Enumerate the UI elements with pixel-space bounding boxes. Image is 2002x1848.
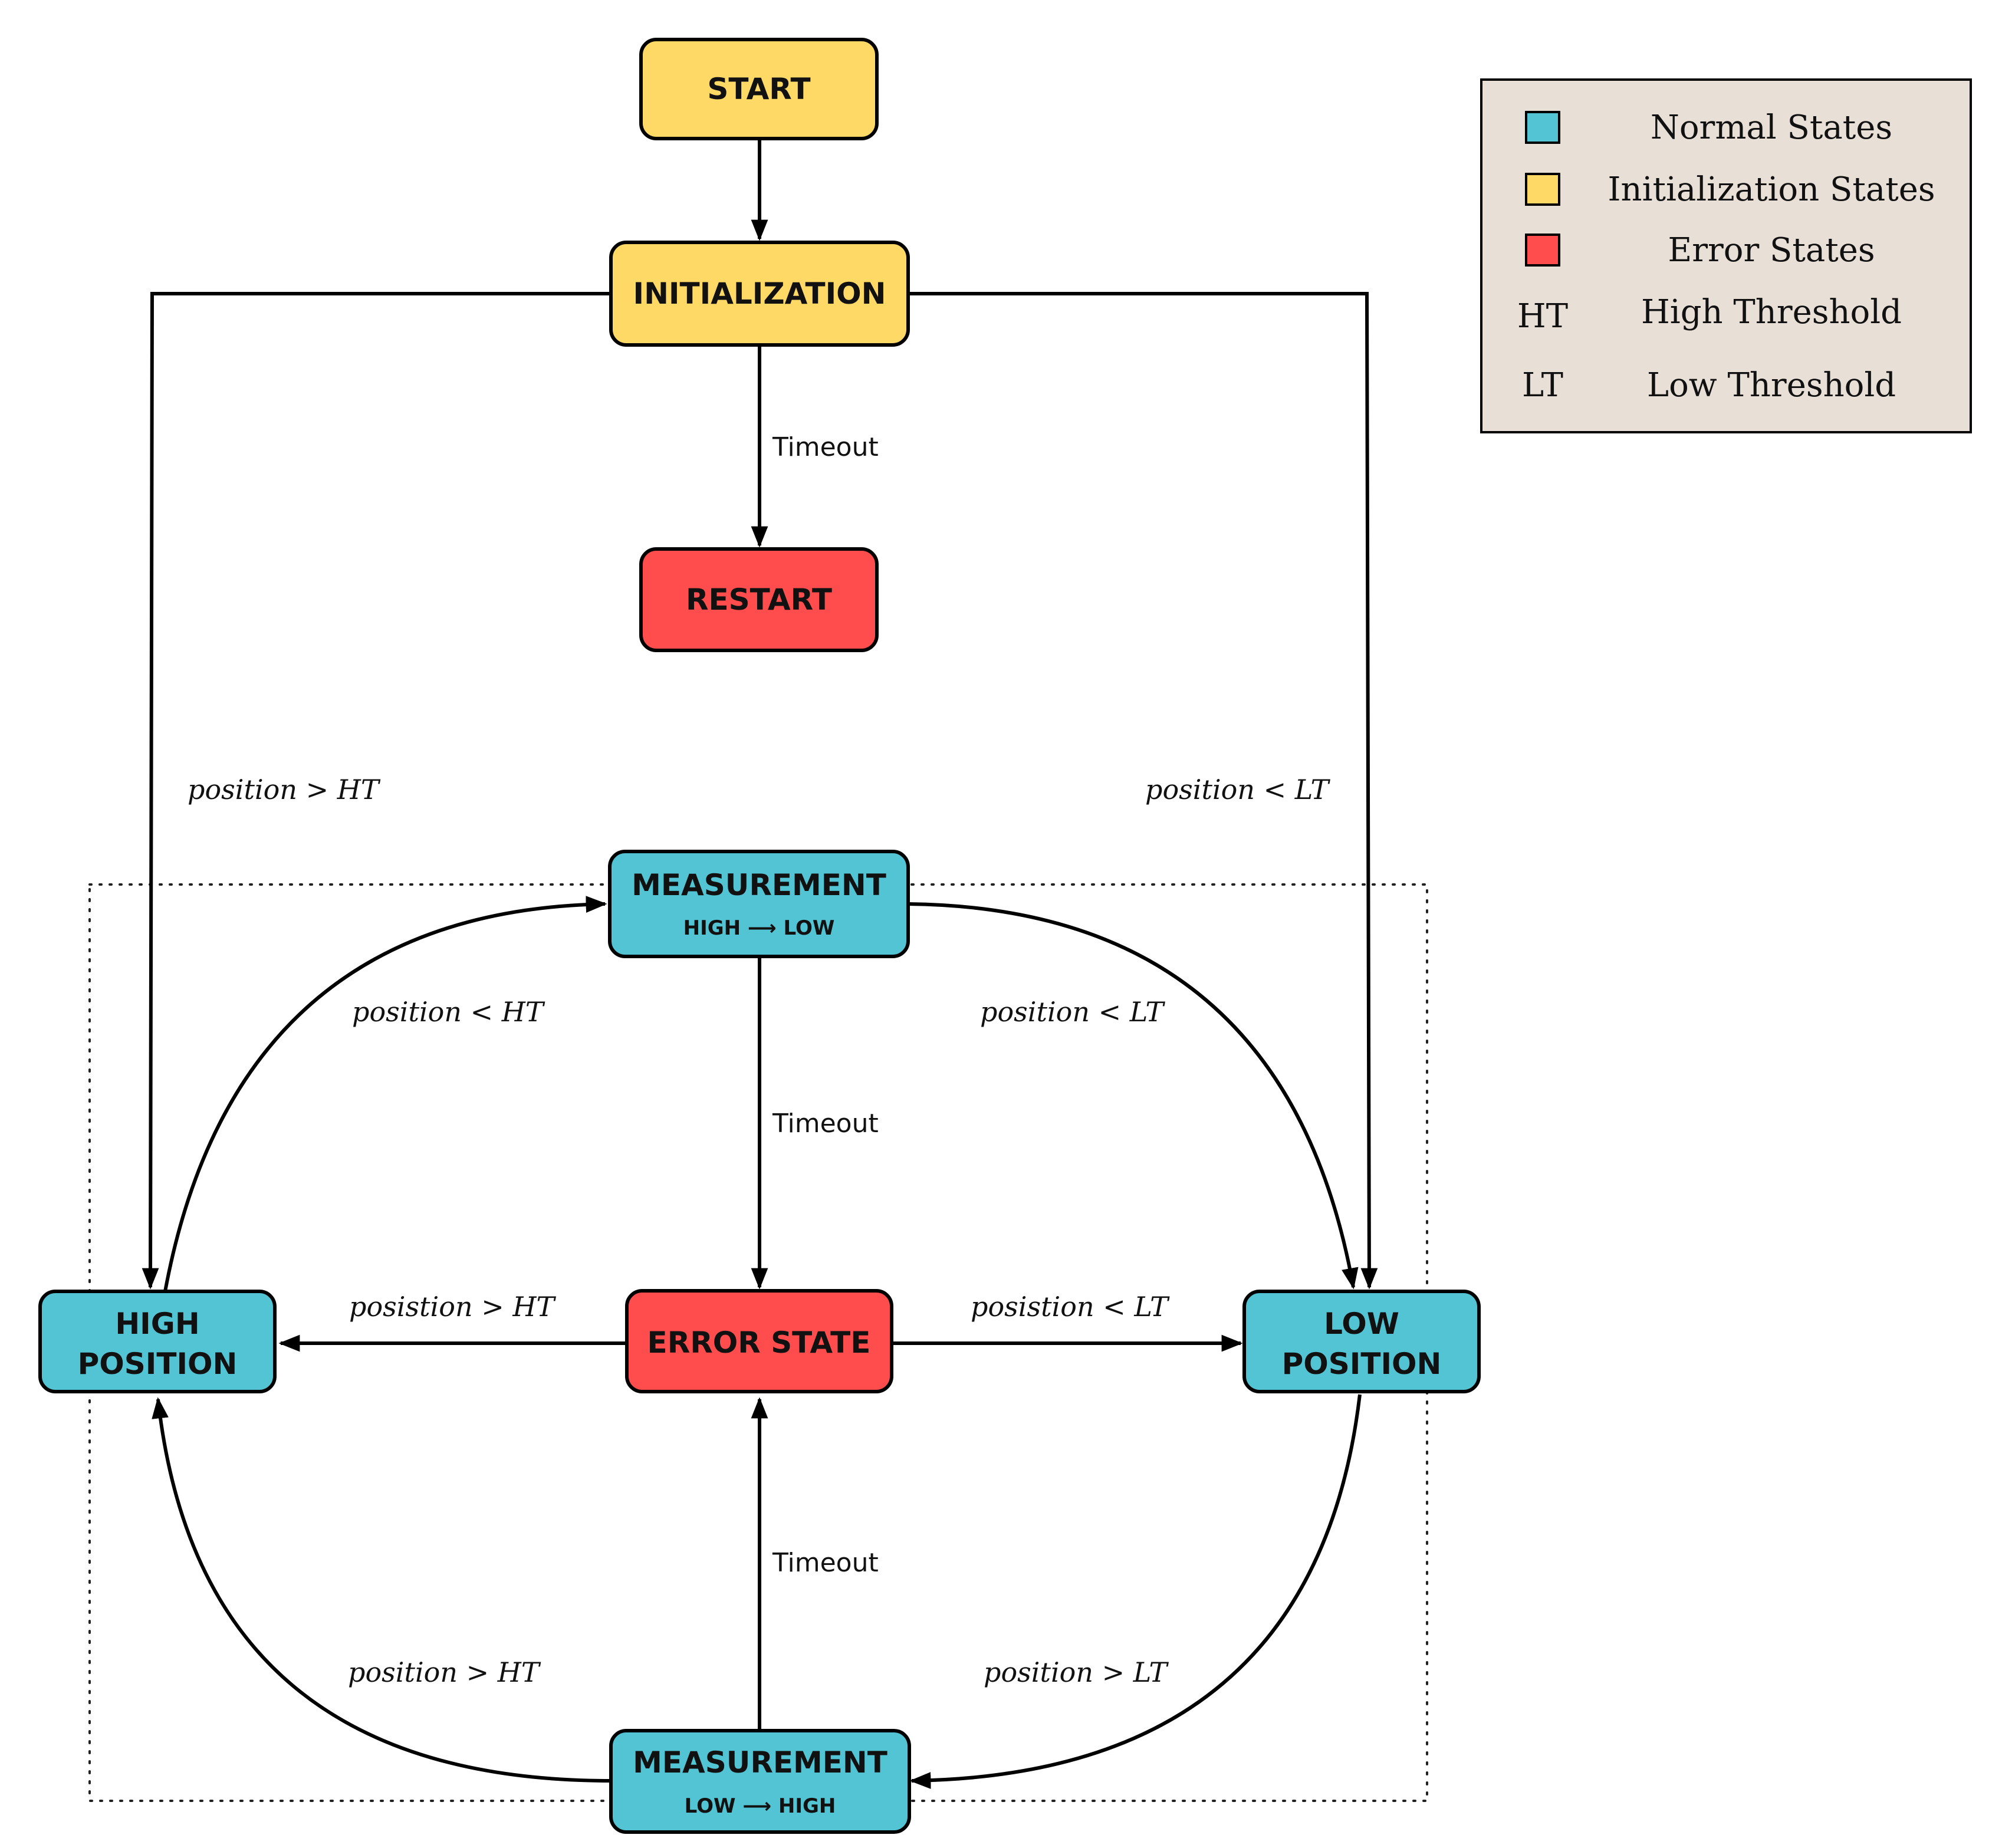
node-low-position: LOW POSITION bbox=[1242, 1290, 1481, 1393]
label-meas-lh-to-error: Timeout bbox=[772, 1548, 879, 1578]
label-error-to-high: posistion > HT bbox=[349, 1291, 556, 1323]
node-measurement-lh-title: MEASUREMENT bbox=[633, 1745, 887, 1780]
legend-swatch-error bbox=[1525, 234, 1560, 267]
label-init-restart: Timeout bbox=[772, 432, 879, 462]
node-measurement-high-to-low: MEASUREMENT HIGH ⟶ LOW bbox=[608, 850, 910, 958]
edge-initialization-to-low-position bbox=[908, 292, 1378, 1290]
node-high-position: HIGH POSITION bbox=[38, 1290, 277, 1393]
legend-label-lt: Low Threshold bbox=[1647, 366, 1896, 405]
node-measurement-hl-subtitle: HIGH ⟶ LOW bbox=[683, 916, 835, 940]
label-meas-hl-to-low: position < LT bbox=[980, 996, 1166, 1028]
label-init-high: position > HT bbox=[188, 774, 381, 805]
edge-measurement-hl-to-low-position bbox=[908, 902, 1359, 1290]
node-measurement-hl-title: MEASUREMENT bbox=[632, 868, 886, 902]
legend-label-normal: Normal States bbox=[1651, 108, 1892, 147]
legend-swatch-initialization bbox=[1525, 173, 1560, 206]
node-error-state: ERROR STATE bbox=[625, 1289, 893, 1393]
label-error-to-low: posistion < LT bbox=[971, 1291, 1170, 1323]
node-restart: RESTART bbox=[639, 547, 879, 652]
node-initialization: INITIALIZATION bbox=[609, 241, 910, 347]
node-start: START bbox=[639, 38, 879, 140]
node-restart-title: RESTART bbox=[686, 583, 832, 617]
legend-label-initialization: Initialization States bbox=[1607, 170, 1935, 209]
node-start-title: START bbox=[707, 72, 810, 106]
node-high-position-line1: HIGH bbox=[115, 1307, 199, 1341]
edge-low-position-to-measurement-lh bbox=[909, 1394, 1362, 1789]
node-low-position-line1: LOW bbox=[1324, 1307, 1399, 1341]
label-init-low: position < LT bbox=[1145, 774, 1331, 805]
legend-box bbox=[1480, 78, 1972, 433]
legend: Normal States Initialization States Erro… bbox=[1480, 78, 1972, 433]
edge-high-position-to-measurement-hl bbox=[163, 896, 607, 1292]
node-low-position-line2: POSITION bbox=[1282, 1347, 1442, 1381]
node-high-position-line2: POSITION bbox=[78, 1347, 238, 1381]
label-meas-hl-to-error: Timeout bbox=[772, 1109, 879, 1139]
label-high-to-meas-hl: position < HT bbox=[352, 996, 545, 1028]
edge-measurement-lh-to-high-position bbox=[152, 1397, 612, 1783]
label-meas-lh-to-high: position > HT bbox=[348, 1656, 541, 1688]
legend-label-ht: High Threshold bbox=[1641, 293, 1902, 331]
node-initialization-title: INITIALIZATION bbox=[633, 277, 886, 311]
legend-swatch-normal bbox=[1525, 111, 1560, 144]
legend-symbol-ht: HT bbox=[1517, 297, 1568, 336]
node-measurement-lh-subtitle: LOW ⟶ HIGH bbox=[685, 1794, 836, 1818]
legend-label-error: Error States bbox=[1668, 231, 1875, 269]
edge-initialization-to-high-position bbox=[142, 292, 611, 1290]
legend-symbol-lt: LT bbox=[1522, 366, 1563, 405]
node-error-state-title: ERROR STATE bbox=[647, 1326, 871, 1360]
node-measurement-low-to-high: MEASUREMENT LOW ⟶ HIGH bbox=[609, 1729, 911, 1834]
label-low-to-meas-lh: position > LT bbox=[984, 1656, 1169, 1688]
